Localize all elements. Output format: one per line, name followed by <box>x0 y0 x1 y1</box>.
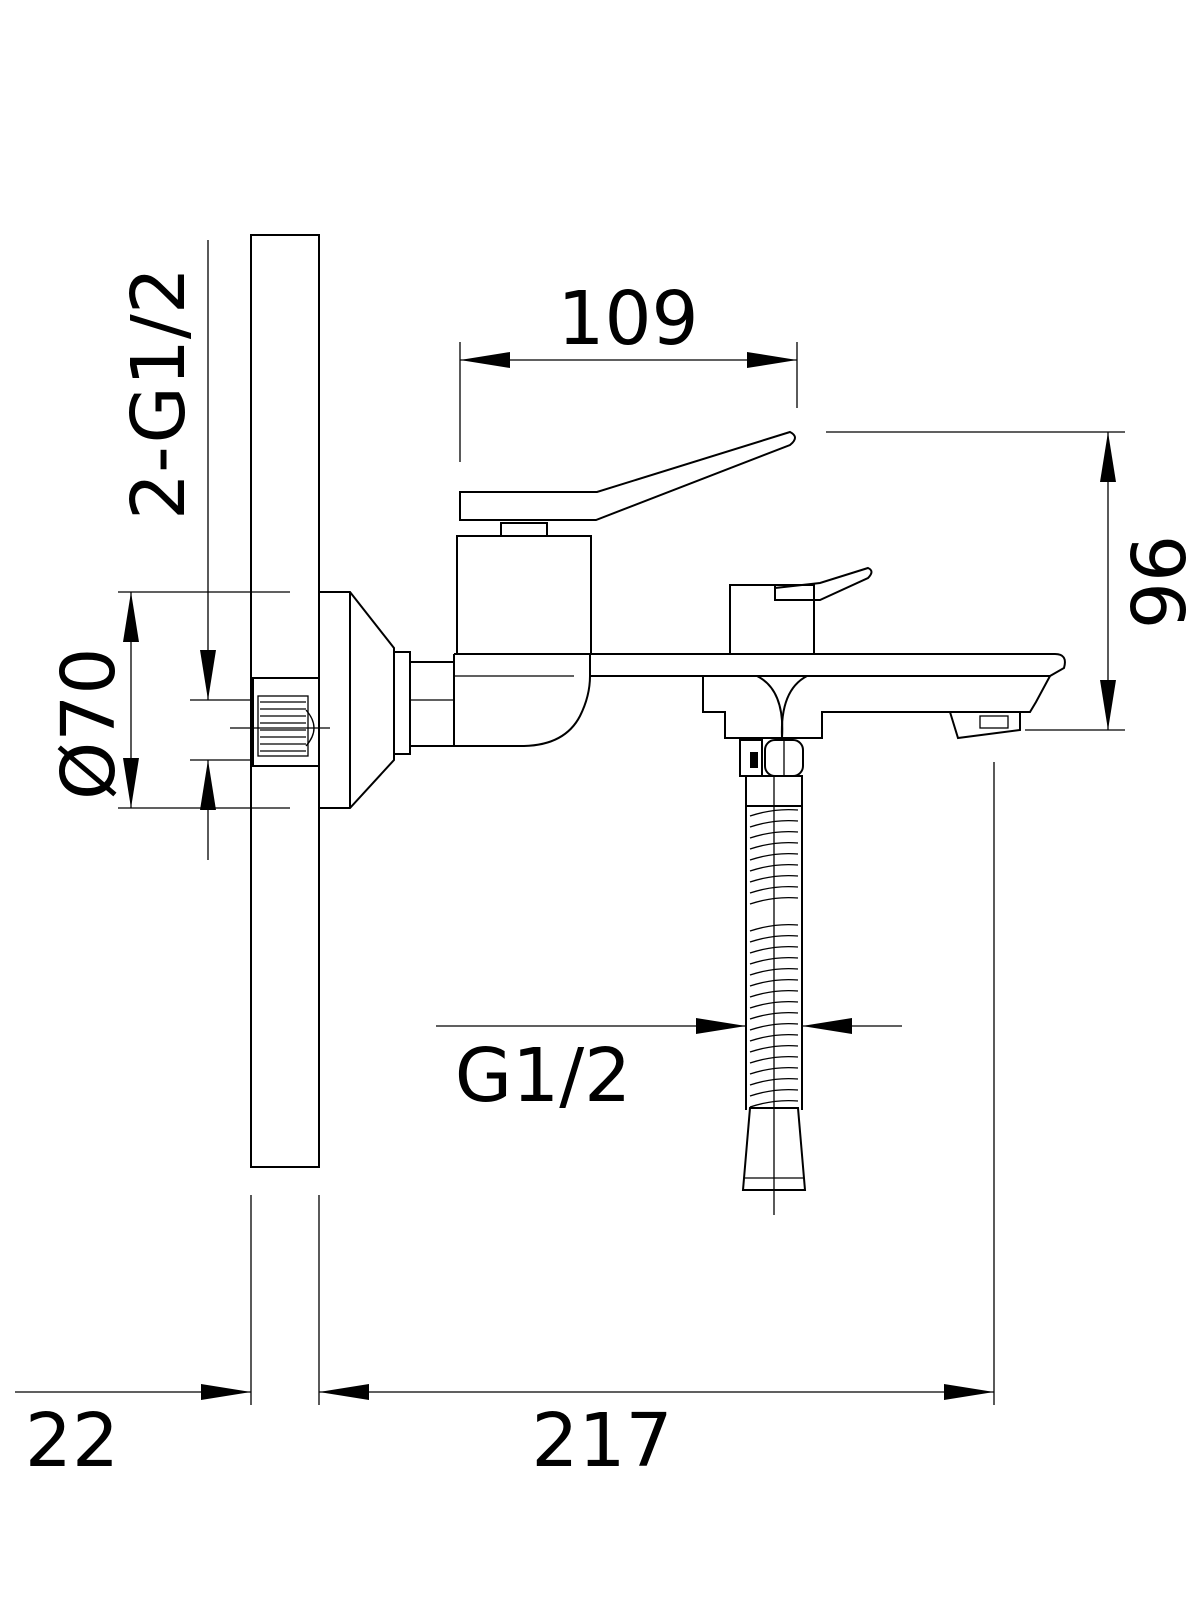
hose-coil <box>749 819 799 828</box>
wall-section <box>250 234 320 1405</box>
hose-coil <box>749 978 799 987</box>
hose-coil <box>749 1011 799 1020</box>
dimension-wall-thickness: 22 <box>15 1384 251 1484</box>
hose-coils <box>749 808 799 1108</box>
hose-coil <box>749 1066 799 1075</box>
hose-coil <box>749 841 799 850</box>
hose-coil <box>749 1055 799 1064</box>
hose-coil <box>749 885 799 894</box>
hose-coil <box>749 967 799 976</box>
hose-coil <box>749 1088 799 1097</box>
dimension-hose-thread: G1/2 <box>436 1018 902 1119</box>
height-label: 96 <box>1117 535 1200 629</box>
wall-flange <box>319 591 455 809</box>
hose-coil <box>749 934 799 943</box>
dimension-total-projection: 217 <box>319 762 995 1484</box>
hose-coil <box>749 923 799 932</box>
hose-coil <box>749 945 799 954</box>
hose-coil <box>749 863 799 872</box>
hose-coil <box>749 989 799 998</box>
hose-coil <box>749 1077 799 1086</box>
inlets-thread-label: 2-G1/2 <box>116 267 202 520</box>
hose-coil <box>749 1099 799 1108</box>
mixer-body <box>453 430 1066 747</box>
handle-projection-label: 109 <box>557 276 698 362</box>
dimension-handle-projection: 109 <box>459 276 798 462</box>
wall-connector <box>230 677 330 767</box>
total-projection-label: 217 <box>531 1398 672 1484</box>
hose-coil <box>749 830 799 839</box>
hose-coil <box>749 1033 799 1042</box>
hose-coil <box>749 808 799 817</box>
dimension-flange-diameter: Ø70 <box>46 591 290 809</box>
hose-coil <box>749 1000 799 1009</box>
flange-diameter-label: Ø70 <box>46 648 132 800</box>
hose-coil <box>749 874 799 883</box>
shower-hose <box>739 739 807 1215</box>
hose-thread-label: G1/2 <box>455 1033 631 1119</box>
dimension-inlets-thread: 2-G1/2 <box>116 240 250 860</box>
hose-coil <box>749 1044 799 1053</box>
hose-coil <box>749 1022 799 1031</box>
hose-coil <box>749 852 799 861</box>
hose-coil <box>749 956 799 965</box>
wall-thickness-label: 22 <box>25 1398 119 1484</box>
hose-coil <box>749 896 799 905</box>
dimension-height: 96 <box>826 431 1200 731</box>
